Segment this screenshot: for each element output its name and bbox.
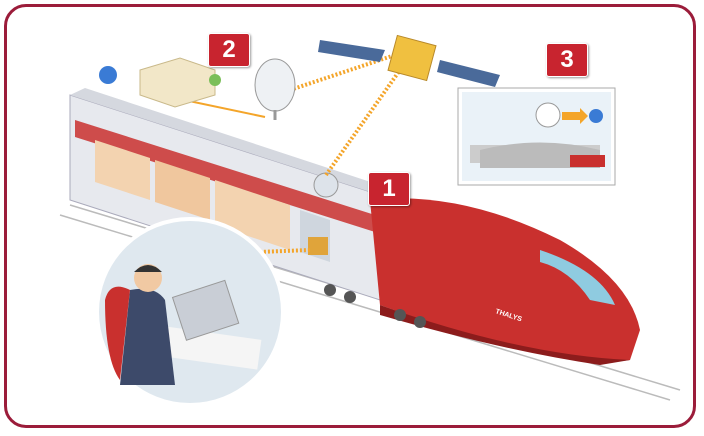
train-carriage (69, 88, 395, 301)
tree-icon (209, 74, 221, 86)
step-badge-2: 2 (208, 33, 250, 67)
step-badge-3: 3 (546, 43, 588, 77)
satellite-icon (318, 34, 500, 87)
laptop-icon (171, 279, 240, 341)
train-wheels (324, 284, 426, 328)
train-locomotive: THALYS (370, 198, 640, 365)
step-badge-1: 1 (368, 172, 410, 206)
station-inset-panel (457, 87, 616, 186)
passenger-laptop-inset (95, 217, 285, 407)
internet-globe-icon (99, 66, 117, 84)
router-box-icon (308, 237, 328, 255)
roof-antenna-icon (313, 172, 339, 198)
satellite-dish-icon (254, 58, 296, 120)
data-center-building-icon (139, 57, 216, 108)
